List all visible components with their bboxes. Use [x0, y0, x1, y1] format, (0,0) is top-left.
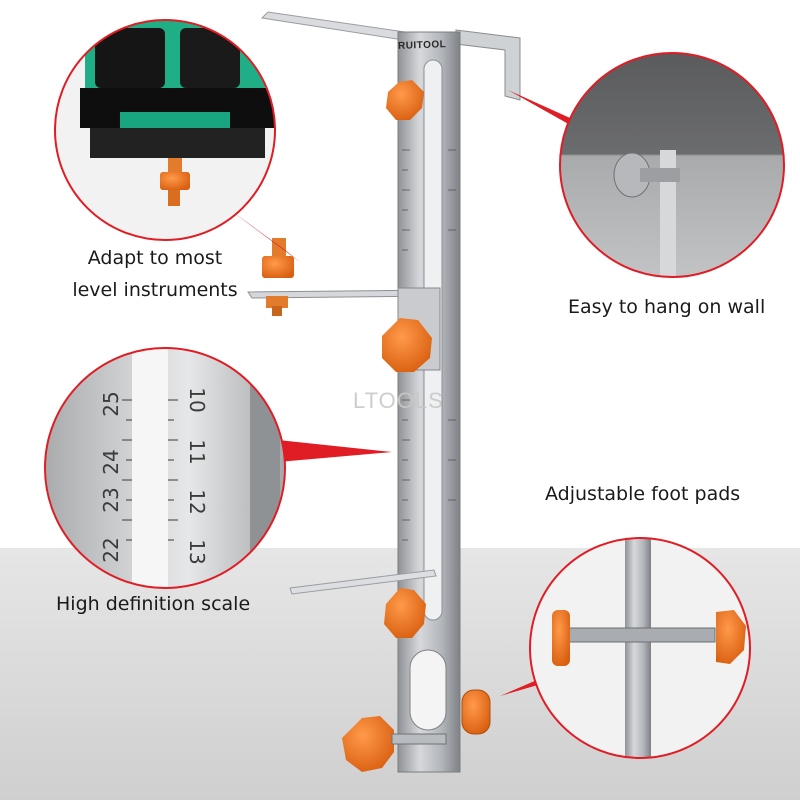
lower-arm — [289, 569, 437, 595]
caption-level-instruments: Adapt to most level instruments — [60, 242, 250, 306]
zoom-laser-level-ring — [54, 19, 276, 241]
foot-pad — [461, 689, 491, 735]
scale-right-12: 12 — [185, 489, 209, 514]
caption-wall: Easy to hang on wall — [568, 296, 766, 318]
knob-foot[interactable] — [342, 716, 394, 772]
zoom-scale: 25 24 23 22 10 11 12 13 — [45, 348, 285, 588]
scale-right-10: 10 — [185, 387, 209, 412]
caption-level-line-1: Adapt to most — [87, 247, 223, 269]
rail-scale-ticks — [402, 149, 456, 541]
zoom-scale-ring — [44, 347, 286, 589]
scale-right-13: 13 — [185, 539, 209, 564]
caption-feet: Adjustable foot pads — [545, 483, 741, 505]
caption-level-line-2: level instruments — [72, 279, 238, 301]
zoom-wall-hook-ring — [559, 52, 785, 278]
brand-logo: RUITOOL — [397, 39, 447, 52]
knob-middle[interactable] — [382, 318, 432, 372]
watermark: LTOOLS — [353, 388, 444, 413]
adapter-screw — [262, 238, 294, 316]
scale-left-22: 22 — [99, 537, 123, 562]
zoom-wall-hook — [560, 53, 784, 277]
pointer-level — [230, 210, 300, 262]
zoom-foot-pads-ring — [529, 537, 751, 759]
scale-right-11: 11 — [185, 439, 209, 464]
knob-upper[interactable] — [386, 80, 424, 120]
pointer-wall — [508, 90, 572, 126]
pointer-scale — [278, 440, 392, 462]
scale-left-25: 25 — [99, 391, 123, 416]
zoom-foot-pads — [530, 538, 750, 758]
caption-scale: High definition scale — [56, 593, 251, 615]
wall-hook — [455, 29, 521, 101]
scale-left-24: 24 — [99, 449, 123, 474]
foot-screw — [391, 733, 447, 745]
zoom-laser-level — [55, 20, 275, 240]
rail-lower-opening — [409, 649, 447, 731]
knob-lower[interactable] — [384, 588, 426, 638]
scale-left-23: 23 — [99, 487, 123, 512]
